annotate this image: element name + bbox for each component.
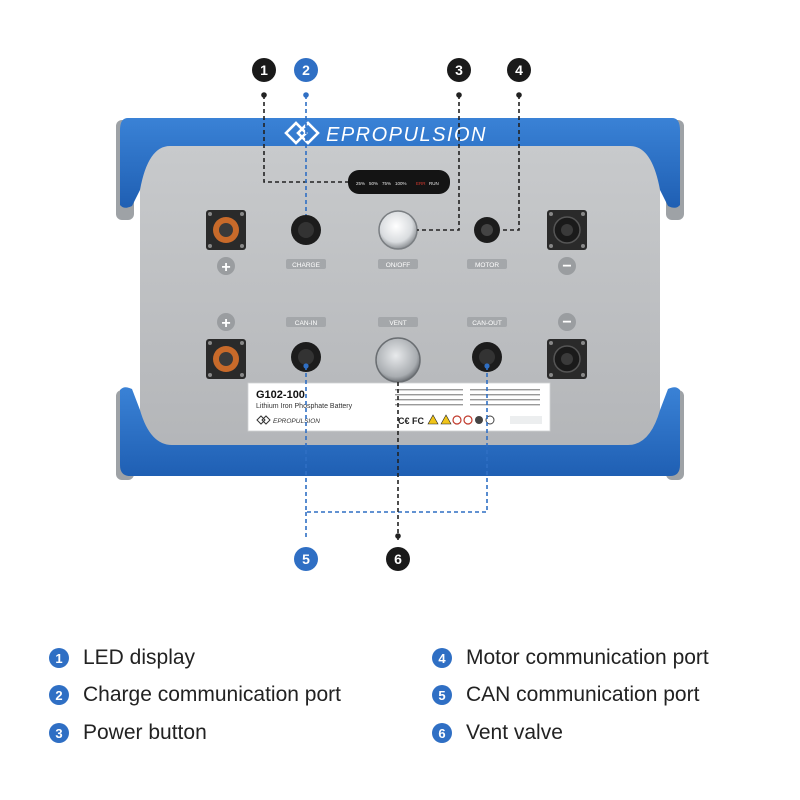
svg-text:5: 5 — [302, 551, 310, 567]
svg-text:6: 6 — [394, 551, 402, 567]
minus-sign-top — [558, 257, 576, 275]
led-level-25: 25% — [356, 181, 365, 186]
leader-line-1 — [263, 95, 348, 183]
can-in-label-plate — [286, 317, 326, 327]
led-status: RUN — [429, 181, 439, 186]
certification-icons: C€ FC — [398, 414, 495, 426]
callout-badge-6: 6 — [386, 547, 410, 571]
callout-badge-5: 5 — [294, 547, 318, 571]
can-out-label: CAN-OUT — [472, 320, 502, 327]
nameplate-subtitle: Lithium Iron Phosphate Battery — [256, 403, 353, 410]
positive-terminal-bottom — [206, 339, 246, 379]
motor-label-plate — [467, 259, 507, 269]
led-level-50: 50% — [369, 181, 378, 186]
callout-lines — [263, 95, 520, 540]
callout-badge-3: 3 — [447, 58, 471, 82]
charge-label-plate — [286, 259, 326, 269]
nameplate-spec-lines — [395, 389, 540, 406]
svg-text:C€ FC: C€ FC — [398, 416, 425, 426]
minus-sign-bottom-label: − — [562, 314, 571, 331]
power-button[interactable] — [378, 210, 418, 250]
plus-sign-top — [217, 257, 235, 275]
onoff-label: ON/OFF — [386, 262, 411, 269]
negative-terminal-top — [547, 210, 587, 250]
nameplate-model: G102-100 — [256, 389, 305, 401]
led-display — [348, 170, 450, 194]
callout-badge-4: 4 — [507, 58, 531, 82]
callout-badge-2: 2 — [294, 58, 318, 82]
nameplate-logo-icon — [256, 415, 271, 425]
brand-name: EPROPULSION — [326, 124, 487, 146]
plus-sign-bottom — [217, 313, 235, 331]
minus-sign-top-label: − — [562, 258, 571, 275]
plus-sign-bottom-label: + — [221, 315, 230, 332]
positive-terminal-top — [206, 210, 246, 250]
negative-terminal-bottom — [547, 339, 587, 379]
callout-dots — [261, 92, 522, 539]
leader-line-5 — [305, 366, 488, 540]
led-level-100: 100% — [395, 181, 407, 186]
svg-text:1: 1 — [260, 62, 268, 78]
svg-text:2: 2 — [302, 62, 310, 78]
charge-label: CHARGE — [292, 262, 320, 269]
top-frame — [120, 118, 680, 208]
motor-label: MOTOR — [475, 262, 499, 269]
can-out-label-plate — [467, 317, 507, 327]
leader-line-3 — [417, 95, 460, 231]
can-in-label: CAN-IN — [295, 320, 318, 327]
led-error: ERR — [416, 181, 426, 186]
vent-valve — [375, 337, 421, 383]
nameplate-brand: EPROPULSION — [273, 418, 320, 425]
nameplate — [247, 382, 551, 432]
led-level-75: 75% — [382, 181, 391, 186]
svg-text:3: 3 — [455, 62, 463, 78]
serial-number-box — [510, 416, 542, 424]
minus-sign-bottom — [558, 313, 576, 331]
bottom-frame — [120, 387, 680, 476]
callout-badge-1: 1 — [252, 58, 276, 82]
vent-label-plate — [378, 317, 418, 327]
onoff-label-plate — [378, 259, 418, 269]
plus-sign-top-label: + — [221, 259, 230, 276]
svg-text:4: 4 — [515, 62, 523, 78]
leader-line-4 — [500, 95, 520, 231]
vent-label: VENT — [389, 320, 406, 327]
